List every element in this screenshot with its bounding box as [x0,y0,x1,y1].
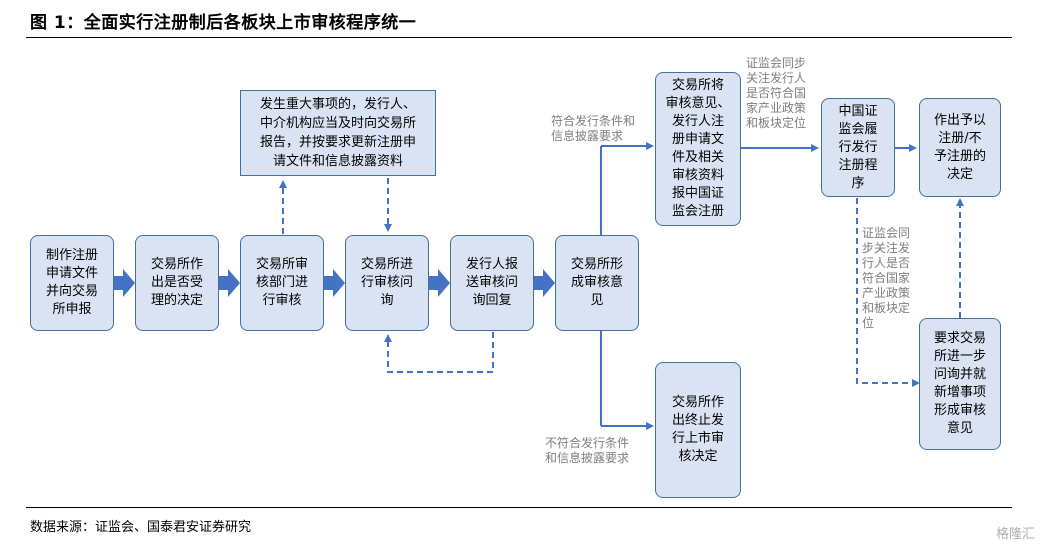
box-submit-to-csrc: 交易所将 审核意见、 发行人注 册申请文 件及相关 审核资料 报中国证 监会注册 [655,72,741,226]
box-major-event-report: 发生重大事项的，发行人、 中介机构应当及时向交易所 报告，并按要求更新注册申 请… [240,90,436,176]
box-further-inquiry: 要求交易 所进一步 问询并就 新增事项 形成审核 意见 [919,318,1001,450]
title-rule [26,37,1012,38]
box-acceptance-decision: 交易所作 出是否受 理的决定 [135,235,219,331]
data-source: 数据来源：证监会、国泰君安证券研究 [30,520,252,535]
box-registration-decision: 作出予以 注册/不 予注册的 决定 [919,98,1001,197]
figure-title: 图 1：全面实行注册制后各板块上市审核程序统一 [30,13,417,33]
box-csrc-registration: 中国证 监会履 行发行 注册程 序 [821,98,895,197]
box-prepare-application: 制作注册 申请文件 并向交易 所申报 [30,235,114,331]
box-review-opinion: 交易所形 成审核意 见 [555,235,639,331]
box-terminate-review: 交易所作 出终止发 行上市审 核决定 [655,362,741,498]
label-noncompliant: 不符合发行条件 和信息披露要求 [545,436,630,465]
box-review-inquiry: 交易所进 行审核问 询 [345,235,429,331]
watermark-logo: 格隆汇 [995,527,1035,542]
footer-rule [26,507,1012,508]
box-review-department: 交易所审 核部门进 行审核 [240,235,324,331]
main-row-arrows [113,269,555,297]
label-csrc-concurrent-side: 证监会同 步关注发 行人是否 符合国家 产业政策 和板块定 位 [862,226,911,330]
label-compliant: 符合发行条件和 信息披露要求 [551,114,636,143]
box-inquiry-reply: 发行人报 送审核问 询回复 [450,235,534,331]
label-csrc-concurrent-top: 证监会同步 关注发行人 是否符合国 家产业政策 和板块定位 [746,56,807,130]
